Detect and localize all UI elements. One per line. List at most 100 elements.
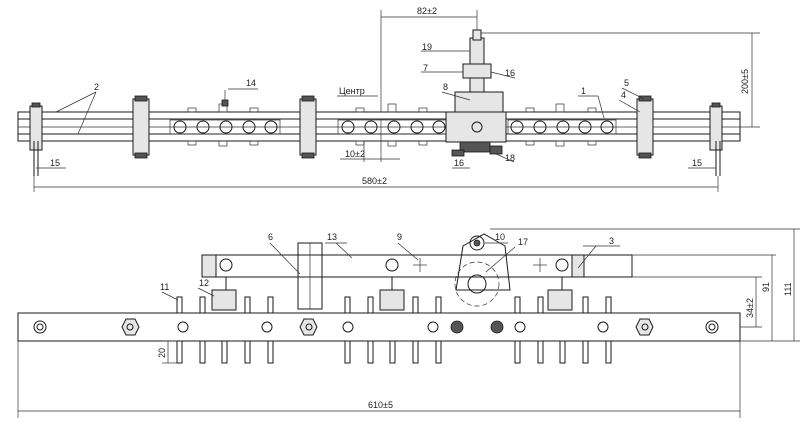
callout-9: 9 bbox=[397, 232, 402, 242]
pin bbox=[605, 296, 612, 314]
drive-bottom-plate bbox=[459, 141, 491, 153]
pin bbox=[582, 340, 589, 364]
dim-height-111: 111 bbox=[783, 282, 793, 296]
upper-bar-hole bbox=[385, 258, 399, 272]
nut-4a bbox=[638, 95, 652, 102]
callout-7: 7 bbox=[423, 63, 428, 73]
nut-2a bbox=[134, 95, 148, 102]
top-brackets bbox=[29, 95, 723, 159]
clip bbox=[555, 140, 565, 147]
dim-offset-34: 34±2 bbox=[745, 298, 755, 318]
base-bolt bbox=[450, 320, 464, 334]
front-dimensions: 610±5 111 91 34±2 20 bbox=[17, 228, 800, 418]
lever-pivot-pin bbox=[473, 239, 481, 247]
callout-8: 8 bbox=[443, 82, 448, 92]
pin bbox=[344, 340, 351, 364]
top-view: 82±2 200±5 10±2 580±2 Центр 19 7 bbox=[17, 6, 760, 192]
callout-18: 18 bbox=[505, 153, 515, 163]
callout-14: 14 bbox=[246, 78, 256, 88]
nut-3b bbox=[301, 152, 315, 159]
leader bbox=[485, 246, 516, 273]
bracket-4 bbox=[636, 98, 654, 156]
leader bbox=[597, 95, 605, 119]
lever-hub bbox=[467, 274, 487, 294]
drive-block bbox=[445, 111, 507, 143]
roller bbox=[432, 120, 446, 134]
clip bbox=[525, 107, 535, 113]
pin bbox=[412, 340, 419, 364]
pin bbox=[514, 296, 521, 314]
clip bbox=[555, 103, 565, 113]
pin bbox=[176, 296, 183, 314]
upper-pins bbox=[176, 296, 612, 314]
roller bbox=[533, 120, 547, 134]
roller bbox=[264, 120, 278, 134]
pin bbox=[199, 296, 206, 314]
roller bbox=[364, 120, 378, 134]
clip bbox=[525, 140, 535, 146]
drive-shaft-cap bbox=[472, 29, 482, 41]
leader bbox=[495, 153, 515, 163]
roller-group-right bbox=[507, 103, 617, 147]
upper-bar-hole bbox=[219, 258, 233, 272]
upper-bar-end-right bbox=[571, 254, 585, 278]
leader bbox=[77, 91, 97, 135]
nut-1a bbox=[31, 102, 41, 108]
pin bbox=[559, 340, 566, 364]
lever-swing-circle bbox=[454, 261, 500, 307]
leader bbox=[335, 242, 353, 259]
callout-3: 3 bbox=[609, 236, 614, 246]
pin bbox=[199, 340, 206, 364]
bracket-1 bbox=[29, 105, 43, 151]
clip bbox=[249, 107, 259, 113]
top-rail-upper bbox=[17, 111, 741, 120]
bracket-2 bbox=[132, 98, 150, 156]
clip bbox=[587, 107, 597, 113]
base-hole-inner bbox=[36, 323, 44, 331]
clip bbox=[187, 107, 197, 113]
clip bbox=[387, 103, 397, 113]
leader bbox=[397, 242, 419, 261]
callout-6: 6 bbox=[268, 232, 273, 242]
clip bbox=[187, 140, 197, 146]
bracket-12c bbox=[547, 289, 573, 311]
pin bbox=[267, 296, 274, 314]
top-callouts: 19 7 16 8 14 5 4 1 2 15 15 16 bbox=[36, 42, 716, 169]
roller bbox=[242, 120, 256, 134]
roller bbox=[600, 120, 614, 134]
callout-10: 10 bbox=[495, 232, 505, 242]
roller bbox=[173, 120, 187, 134]
drive-assembly bbox=[445, 29, 507, 157]
pin bbox=[582, 296, 589, 314]
base-hole bbox=[597, 321, 609, 333]
clip bbox=[418, 140, 428, 146]
pin bbox=[221, 340, 228, 364]
base-hole bbox=[261, 321, 273, 333]
roller-frame-right bbox=[507, 119, 617, 135]
dim-pin-20: 20 bbox=[157, 348, 167, 358]
drive-bolt-16 bbox=[451, 149, 465, 157]
hex-nut-bore bbox=[641, 323, 649, 331]
callout-13: 13 bbox=[327, 232, 337, 242]
leader bbox=[577, 245, 597, 269]
nut-5a bbox=[711, 102, 721, 108]
upper-bar-end-left bbox=[201, 254, 217, 278]
drive-bolt-18 bbox=[489, 145, 503, 155]
clip bbox=[587, 140, 597, 146]
top-rail-lower bbox=[17, 133, 741, 142]
pin bbox=[389, 340, 396, 364]
pin bbox=[267, 340, 274, 364]
bracket-3 bbox=[299, 98, 317, 156]
dim-width-82: 82±2 bbox=[417, 6, 437, 16]
clip-14 bbox=[221, 99, 229, 107]
clip bbox=[355, 107, 365, 113]
callout-17: 17 bbox=[518, 237, 528, 247]
clip bbox=[355, 140, 365, 146]
lower-pins bbox=[176, 340, 612, 364]
pin bbox=[176, 340, 183, 364]
roller bbox=[410, 120, 424, 134]
pin bbox=[435, 340, 442, 364]
front-view: 610±5 111 91 34±2 20 6 13 bbox=[17, 228, 800, 418]
pin bbox=[367, 296, 374, 314]
